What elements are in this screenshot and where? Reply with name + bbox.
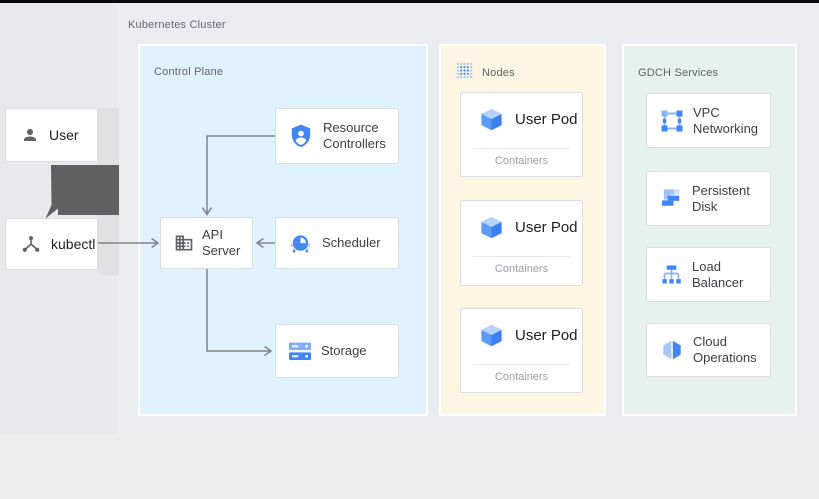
load-balancer-icon [662,265,681,284]
persistent-disk-label: Persistent Disk [692,182,750,214]
persistent-disk-node: Persistent Disk [646,171,771,226]
user-pod-card: User Pod Containers [460,92,583,177]
pod-divider [473,364,570,365]
control-plane-label: Control Plane [154,66,224,78]
shield-person-icon [291,124,311,148]
pod-divider [473,256,570,257]
storage-label: Storage [321,343,367,358]
user-pod-card: User Pod Containers [460,200,583,286]
containers-label: Containers [494,371,549,383]
nodes-dot-grid-icon [456,62,473,79]
scheduler-node: Scheduler [275,217,399,269]
vpc-networking-node: VPC Networking [646,93,771,148]
scheduler-label: Scheduler [322,235,381,250]
load-balancer-label: Load Balancer [692,258,744,290]
containers-label: Containers [494,155,549,167]
pod-cube-icon [481,216,502,239]
vpc-networking-label: VPC Networking [693,104,759,136]
user-node: User [5,108,98,162]
scheduler-clock-icon [290,234,311,253]
resource-controllers-label: Resource Controllers [323,120,386,151]
api-server-label: API Server [202,227,241,258]
kubectl-label: kubectl [51,236,96,252]
cloud-operations-node: Cloud Operations [646,323,771,377]
kubernetes-cluster-label: Kubernetes Cluster [128,19,226,31]
dimmed-strip [98,108,119,275]
storage-disks-icon [289,342,311,360]
user-pod-title: User Pod [515,219,578,236]
pod-cube-icon [481,108,502,131]
vpc-networking-icon [661,110,683,131]
user-icon [24,129,36,141]
gdch-services-label: GDCH Services [638,67,719,79]
user-pod-title: User Pod [515,327,578,344]
user-pod-card: User Pod Containers [460,308,583,393]
kubectl-node: kubectl [5,218,98,270]
pod-divider [473,148,570,149]
cloud-operations-icon [663,340,681,360]
resource-controllers-node: Resource Controllers [275,108,399,164]
building-icon [175,235,193,251]
top-black-bar [0,0,819,3]
storage-node: Storage [275,324,399,378]
load-balancer-node: Load Balancer [646,247,771,302]
cloud-operations-label: Cloud Operations [693,334,757,365]
containers-label: Containers [494,263,549,275]
api-server-node: API Server [160,217,253,269]
nodes-label: Nodes [482,67,515,79]
user-label: User [49,127,79,143]
persistent-disk-icon [661,189,680,206]
pod-cube-icon [481,324,502,347]
kubectl-icon [22,236,40,252]
user-pod-title: User Pod [515,111,578,128]
